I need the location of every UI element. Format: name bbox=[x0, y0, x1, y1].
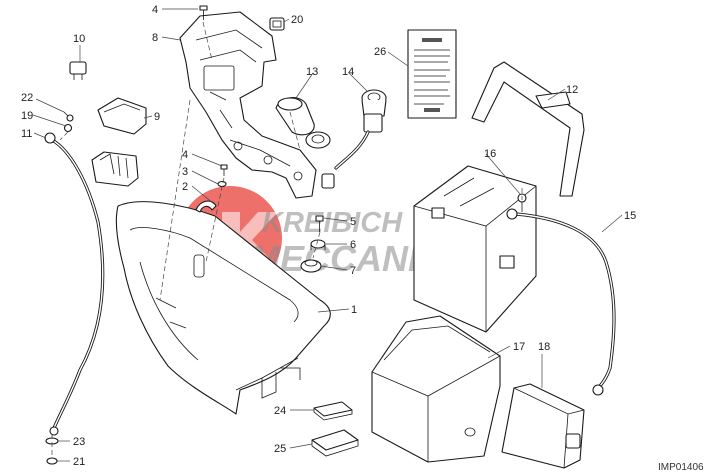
washer-19 bbox=[63, 123, 73, 133]
washer-3 bbox=[217, 180, 227, 188]
fuse-10 bbox=[69, 61, 87, 80]
callout-9: 9 bbox=[154, 111, 160, 123]
callout-26: 26 bbox=[374, 46, 386, 58]
screw-5 bbox=[315, 215, 324, 232]
callout-6: 6 bbox=[350, 239, 356, 251]
watermark-line1: KREIBICH bbox=[262, 207, 403, 239]
callout-10: 10 bbox=[73, 33, 85, 45]
power-socket-14 bbox=[321, 89, 387, 189]
callout-2: 2 bbox=[182, 181, 188, 193]
callout-8: 8 bbox=[152, 32, 158, 44]
module-18 bbox=[501, 383, 585, 469]
spacer-6 bbox=[310, 239, 326, 250]
callout-21: 21 bbox=[73, 456, 85, 468]
nut-21 bbox=[46, 457, 58, 465]
callout-12: 12 bbox=[566, 84, 578, 96]
callout-23: 23 bbox=[73, 436, 85, 448]
battery-strap-12 bbox=[471, 61, 585, 197]
connector-20 bbox=[269, 17, 285, 31]
callout-labels: 1 2 3 4 4 5 6 7 8 9 10 11 12 13 14 15 16… bbox=[21, 4, 636, 468]
drawing-code: IMP01406 bbox=[658, 462, 704, 473]
cable-15 bbox=[506, 208, 616, 396]
screw-4-mid bbox=[220, 164, 228, 176]
pad-25 bbox=[311, 429, 359, 457]
socket-cap-13 bbox=[275, 97, 331, 149]
screw-top bbox=[199, 5, 208, 20]
callout-24: 24 bbox=[274, 405, 286, 417]
callout-16: 16 bbox=[484, 148, 496, 160]
pad-24 bbox=[313, 401, 353, 421]
callout-20: 20 bbox=[291, 14, 303, 26]
callout-15: 15 bbox=[624, 210, 636, 222]
assembly-axes bbox=[51, 21, 523, 458]
callout-22: 22 bbox=[21, 92, 33, 104]
battery-box-17 bbox=[371, 315, 501, 463]
support-bracket bbox=[179, 11, 317, 199]
relay-starter bbox=[91, 151, 139, 187]
clip-2 bbox=[195, 200, 217, 213]
relay-cover bbox=[97, 97, 147, 135]
callout-14: 14 bbox=[342, 66, 354, 78]
callout-3: 3 bbox=[182, 166, 188, 178]
callout-4-top: 4 bbox=[152, 4, 158, 16]
cable-11 bbox=[44, 132, 105, 436]
callout-18: 18 bbox=[538, 341, 550, 353]
callout-7: 7 bbox=[350, 265, 356, 277]
screw-22 bbox=[63, 111, 74, 122]
leader-lines bbox=[32, 8, 623, 462]
callout-25: 25 bbox=[274, 443, 286, 455]
callout-13: 13 bbox=[306, 66, 318, 78]
callout-19: 19 bbox=[21, 110, 33, 122]
callout-5: 5 bbox=[350, 216, 356, 228]
callout-17: 17 bbox=[513, 341, 525, 353]
callout-11: 11 bbox=[21, 128, 32, 140]
grommet-7 bbox=[300, 259, 322, 273]
callout-4-mid: 4 bbox=[182, 149, 188, 161]
callout-1: 1 bbox=[351, 304, 357, 316]
warning-label-26 bbox=[407, 29, 457, 119]
battery-tray bbox=[115, 201, 331, 415]
